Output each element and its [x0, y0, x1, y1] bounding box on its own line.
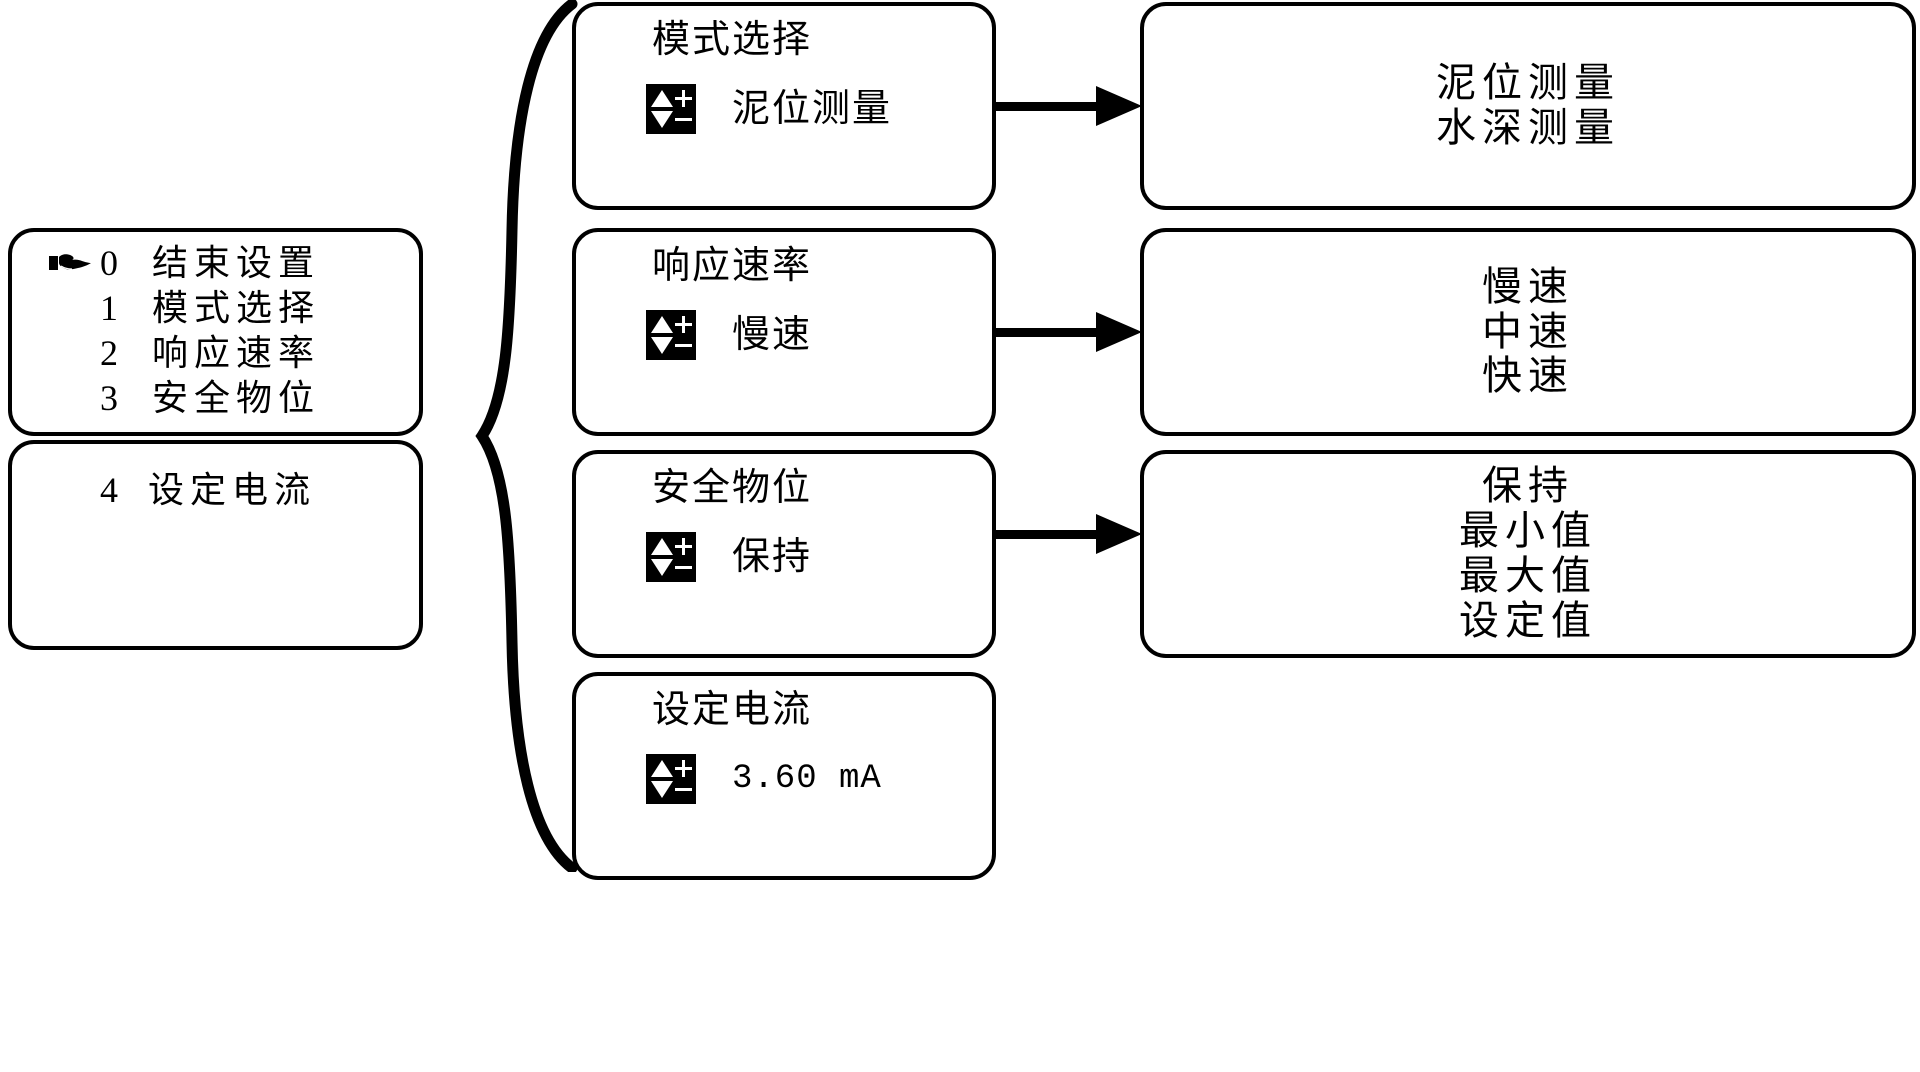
- list-item[interactable]: 快速: [1482, 353, 1574, 399]
- screen-title: 响应速率: [652, 245, 813, 287]
- menu-label-2: 响应速率: [152, 332, 321, 373]
- menu-label-1: 模式选择: [152, 287, 321, 328]
- screen-title: 安全物位: [652, 467, 813, 509]
- response-rate-options[interactable]: 慢速 中速 快速: [1140, 228, 1916, 436]
- screen-value: 保持: [732, 536, 813, 578]
- screen-title: 设定电流: [652, 689, 813, 731]
- scrolled-menu-display[interactable]: 4 设定电流: [8, 440, 423, 650]
- menu-label-3: 安全物位: [152, 377, 321, 418]
- screen-value-row: 3.60 mA: [646, 754, 882, 804]
- screen-value: 慢速: [732, 314, 813, 356]
- menu-row-4[interactable]: 4 设定电流: [12, 472, 419, 508]
- option-list: 慢速 中速 快速: [1144, 232, 1912, 432]
- main-menu-display[interactable]: 0 结束设置 1 模式选择 2 响应速率 3 安全物位: [8, 228, 423, 436]
- right-arrow-icon: [996, 514, 1142, 554]
- list-item[interactable]: 水深测量: [1436, 105, 1620, 150]
- list-item[interactable]: 保持: [1482, 463, 1574, 509]
- menu-index-1: 1: [100, 287, 118, 328]
- screen-value: 泥位测量: [732, 88, 893, 130]
- menu-row-3[interactable]: 3 安全物位: [12, 375, 419, 420]
- screen-value-row: 泥位测量: [646, 84, 892, 134]
- menu-row-0[interactable]: 0 结束设置: [12, 240, 419, 285]
- plus-minus-updown-icon[interactable]: [646, 754, 696, 804]
- mode-select-options[interactable]: 泥位测量 水深测量: [1140, 2, 1916, 210]
- plus-minus-updown-icon[interactable]: [646, 532, 696, 582]
- response-rate-screen[interactable]: 响应速率 慢速: [572, 228, 996, 436]
- curly-brace-icon: [446, 0, 586, 874]
- menu-row-1[interactable]: 1 模式选择: [12, 285, 419, 330]
- mode-select-screen[interactable]: 模式选择 泥位测量: [572, 2, 996, 210]
- list-item[interactable]: 最大值: [1459, 553, 1597, 598]
- screen-title: 模式选择: [652, 19, 813, 61]
- list-item[interactable]: 中速: [1482, 308, 1574, 354]
- menu-list: 0 结束设置 1 模式选择 2 响应速率 3 安全物位: [12, 240, 419, 420]
- menu-index-3: 3: [100, 377, 118, 418]
- screen-value: 3.60 mA: [732, 760, 882, 798]
- list-item[interactable]: 慢速: [1482, 263, 1574, 309]
- menu-index-0: 0: [100, 242, 118, 283]
- menu-row-2[interactable]: 2 响应速率: [12, 330, 419, 375]
- menu-label-0: 结束设置: [152, 242, 321, 283]
- list-item[interactable]: 设定值: [1459, 597, 1597, 643]
- safety-level-screen[interactable]: 安全物位 保持: [572, 450, 996, 658]
- plus-minus-updown-icon[interactable]: [646, 310, 696, 360]
- right-arrow-icon: [996, 312, 1142, 352]
- selection-marker: [12, 250, 96, 276]
- right-arrow-icon: [996, 86, 1142, 126]
- screen-value-row: 保持: [646, 532, 812, 582]
- menu-index-2: 2: [100, 332, 118, 373]
- pointing-hand-icon: [48, 250, 92, 276]
- list-item[interactable]: 最小值: [1459, 508, 1597, 554]
- option-list: 泥位测量 水深测量: [1144, 6, 1912, 206]
- menu-label-4: 设定电流: [148, 470, 317, 510]
- set-current-screen[interactable]: 设定电流 3.60 mA: [572, 672, 996, 880]
- menu-index-4: 4: [100, 470, 118, 510]
- plus-minus-updown-icon[interactable]: [646, 84, 696, 134]
- screen-value-row: 慢速: [646, 310, 812, 360]
- list-item[interactable]: 泥位测量: [1436, 60, 1620, 106]
- safety-level-options[interactable]: 保持 最小值 最大值 设定值: [1140, 450, 1916, 658]
- option-list: 保持 最小值 最大值 设定值: [1144, 454, 1912, 654]
